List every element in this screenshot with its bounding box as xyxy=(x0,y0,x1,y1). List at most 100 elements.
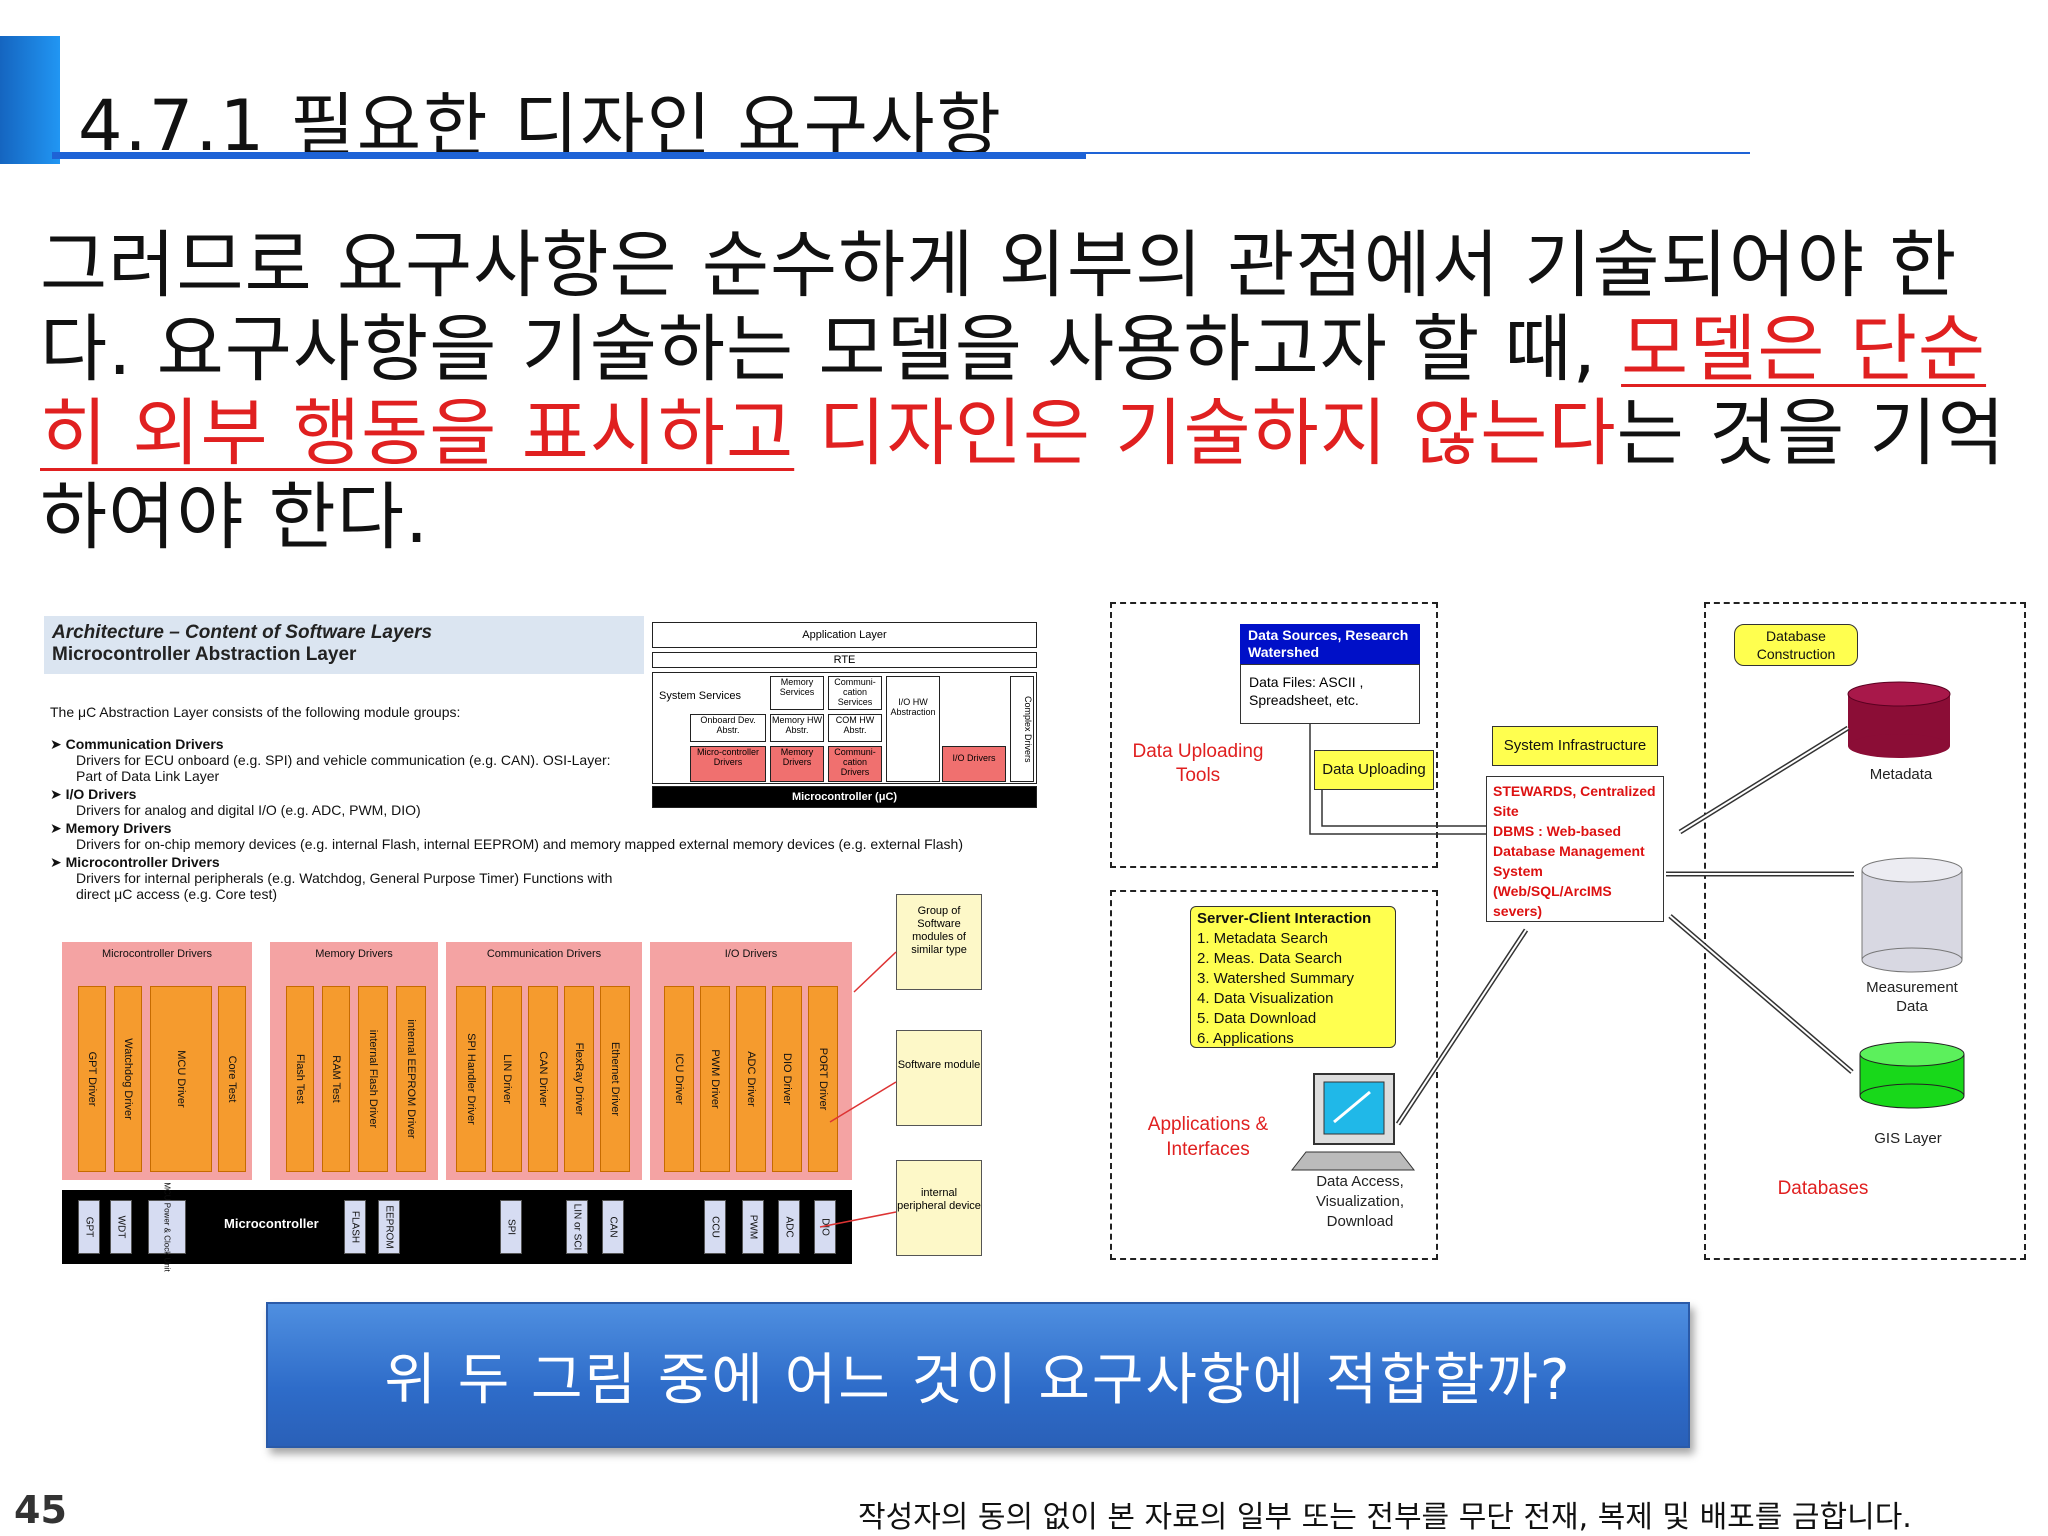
body-text-2: 는 것을 기억하여야 한다. xyxy=(40,391,2006,560)
server-client-item: 5. Data Download xyxy=(1197,1010,1317,1027)
autosar-figure: Architecture – Content of Software Layer… xyxy=(40,612,1040,1272)
arch-header-subtitle: Microcontroller Abstraction Layer xyxy=(52,644,357,665)
layer-stack: Application Layer RTE System Services Me… xyxy=(652,622,1037,812)
rte-layer: RTE xyxy=(652,652,1037,668)
driver-module: Watchdog Driver xyxy=(114,986,142,1172)
memory-drivers-cell: Memory Drivers xyxy=(770,746,824,782)
arch-item-list: ➤ Communication Drivers Drivers for ECU … xyxy=(50,736,963,902)
arch-item: ➤ I/O Drivers xyxy=(50,786,137,802)
arch-item-desc: Drivers for analog and digital I/O (e.g.… xyxy=(76,802,421,818)
gis-label: GIS Layer xyxy=(1874,1130,1942,1147)
title-underline xyxy=(52,152,1086,159)
io-drivers-group: I/O Drivers ICU Driver PWM Driver ADC Dr… xyxy=(650,942,852,1180)
microcontroller-bar: Microcontroller (μC) xyxy=(652,786,1037,808)
driver-module: SPI Handler Driver xyxy=(456,986,486,1172)
driver-module: GPT Driver xyxy=(78,986,106,1172)
databases-label: Databases xyxy=(1777,1178,1869,1199)
upload-region xyxy=(1110,602,1438,868)
arch-item-desc: Drivers for ECU onboard (e.g. SPI) and v… xyxy=(76,752,611,784)
gis-cylinder xyxy=(1859,1041,1965,1109)
driver-module: FlexRay Driver xyxy=(564,986,594,1172)
central-site-box: STEWARDS, Centralized Site DBMS : Web-ba… xyxy=(1486,776,1664,922)
mc-drivers-group: Microcontroller Drivers GPT Driver Watch… xyxy=(62,942,252,1180)
driver-module: DIO Driver xyxy=(772,986,802,1172)
comm-drivers-cell: Communi-cation Drivers xyxy=(828,746,882,782)
driver-module: ICU Driver xyxy=(664,986,694,1172)
question-banner: 위 두 그림 중에 어느 것이 요구사항에 적합할까? xyxy=(266,1302,1690,1448)
group-title: Communication Drivers xyxy=(486,948,602,960)
communication-services: Communi-cation Services xyxy=(828,676,882,710)
server-client-item: 2. Meas. Data Search xyxy=(1197,950,1343,967)
microcontroller-label: Microcontroller xyxy=(224,1216,319,1231)
driver-module: PORT Driver xyxy=(808,986,838,1172)
body-paragraph: 그러므로 요구사항은 순수하게 외부의 관점에서 기술되어야 한다. 요구사항을… xyxy=(40,224,2020,560)
driver-module: ADC Driver xyxy=(736,986,766,1172)
server-client-item: 1. Metadata Search xyxy=(1197,930,1328,947)
application-layer: Application Layer xyxy=(652,622,1037,648)
arch-header: Architecture – Content of Software Layer… xyxy=(44,616,644,674)
memory-services: Memory Services xyxy=(770,676,824,710)
microcontroller-hw-bar: GPT WDT MCU Power & Clock Unit Microcont… xyxy=(62,1182,852,1272)
mc-cell: DIO xyxy=(814,1200,836,1254)
measurement-label: Measurement Data xyxy=(1866,979,1958,1015)
group-title: Microcontroller Drivers xyxy=(101,948,213,960)
mc-cell: CAN xyxy=(602,1200,624,1254)
server-client-title: Server-Client Interaction xyxy=(1197,910,1372,927)
driver-module: PWM Driver xyxy=(700,986,730,1172)
apps-region xyxy=(1110,890,1438,1260)
mc-cell: LIN or SCI xyxy=(566,1200,588,1254)
driver-module: Ethernet Driver xyxy=(600,986,630,1172)
mc-cell: ADC xyxy=(778,1200,800,1254)
title-underline-thin xyxy=(1086,152,1750,154)
mc-cell: EEPROM xyxy=(378,1200,400,1254)
copyright-footer: 작성자의 동의 없이 본 자료의 일부 또는 전부를 무단 전재, 복제 및 배… xyxy=(858,1500,1912,1535)
arch-item: ➤ Communication Drivers xyxy=(50,736,224,752)
mc-cell: GPT xyxy=(78,1200,100,1254)
data-sources-title: Data Sources, Research Watershed xyxy=(1240,624,1420,664)
driver-module: LIN Driver xyxy=(492,986,522,1172)
arch-header-title: Architecture – Content of Software Layer… xyxy=(52,622,433,643)
arch-item: ➤ Memory Drivers xyxy=(50,820,172,836)
driver-module: RAM Test xyxy=(322,986,350,1172)
mc-cell: PWM xyxy=(742,1200,764,1254)
com-hw-abstraction: COM HW Abstr. xyxy=(828,714,882,742)
data-files-box: Data Files: ASCII , Spreadsheet, etc. xyxy=(1240,664,1420,724)
driver-module: CAN Driver xyxy=(528,986,558,1172)
diagram-shapes xyxy=(1290,681,1965,1171)
question-text: 위 두 그림 중에 어느 것이 요구사항에 적합할까? xyxy=(384,1347,1572,1413)
driver-module: internal EEPROM Driver xyxy=(396,986,426,1172)
databases-region xyxy=(1704,602,2026,1260)
body-text-1: 그러므로 요구사항은 순수하게 외부의 관점에서 기술되어야 한다. 요구사항을… xyxy=(40,223,1958,392)
watershed-system-figure: Data Sources, Research Watershed Data Fi… xyxy=(1108,600,2028,1260)
mc-cell: FLASH xyxy=(344,1200,366,1254)
data-access-label: Data Access, Visualization, Download xyxy=(1315,1173,1405,1230)
legend-note: internal peripheral device xyxy=(896,1160,982,1256)
system-infrastructure-box: System Infrastructure xyxy=(1492,726,1658,766)
io-drivers-cell: I/O Drivers xyxy=(942,746,1006,782)
driver-module: Core Test xyxy=(218,986,246,1172)
communication-drivers-group: Communication Drivers SPI Handler Driver… xyxy=(446,942,642,1180)
stewards-text: STEWARDS, Centralized Site xyxy=(1493,783,1656,819)
legend-connectors xyxy=(819,951,897,1228)
driver-module: MCU Driver xyxy=(150,986,212,1172)
server-client-item: 6. Applications xyxy=(1197,1030,1294,1047)
body-emphasis: 디자인은 기술하지 않는다 xyxy=(818,391,1617,476)
legend-note: Group of Software modules of similar typ… xyxy=(896,894,982,990)
driver-module: Flash Test xyxy=(286,986,314,1172)
db-construction-box: Database Construction xyxy=(1734,624,1858,666)
dbms-text: DBMS : Web-based Database Management Sys… xyxy=(1493,823,1645,919)
group-title: Memory Drivers xyxy=(315,948,393,960)
body-space xyxy=(794,391,818,476)
title-accent-bar xyxy=(0,36,60,164)
complex-drivers: Complex Drivers xyxy=(1010,676,1034,782)
arch-item: ➤ Microcontroller Drivers xyxy=(50,854,220,870)
memory-hw-abstraction: Memory HW Abstr. xyxy=(770,714,824,742)
mc-drivers-cell: Micro-controller Drivers xyxy=(690,746,766,782)
group-title: I/O Drivers xyxy=(724,948,778,960)
arch-intro: The μC Abstraction Layer consists of the… xyxy=(50,704,461,720)
computer-icon xyxy=(1290,1073,1416,1171)
mc-cell: CCU xyxy=(704,1200,726,1254)
legend-note: Software module xyxy=(896,1030,982,1126)
mc-cell: SPI xyxy=(500,1200,522,1254)
memory-drivers-group: Memory Drivers Flash Test RAM Test inter… xyxy=(270,942,438,1180)
